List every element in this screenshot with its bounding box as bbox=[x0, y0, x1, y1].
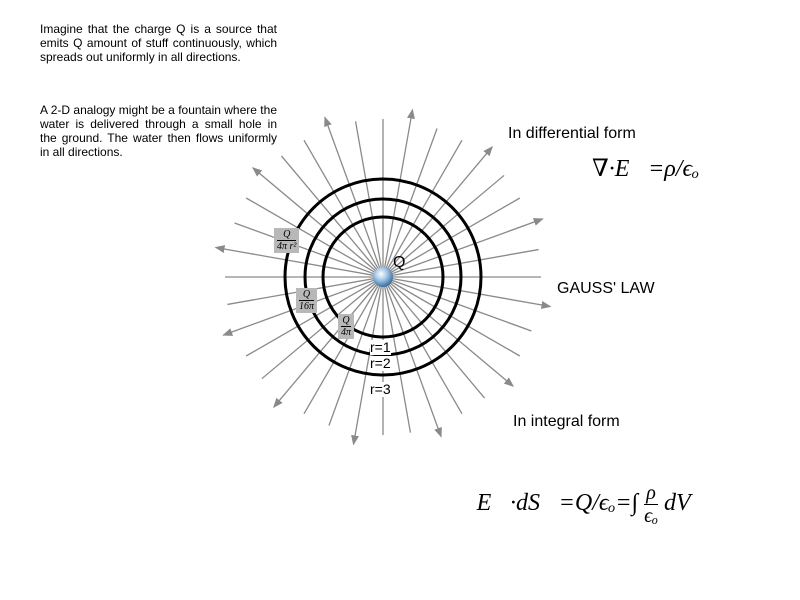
field-line bbox=[382, 276, 552, 309]
fountain-paragraph: A 2-D analogy might be a fountain where … bbox=[40, 103, 277, 159]
field-line bbox=[324, 116, 384, 278]
gauss-surface-r1 bbox=[321, 215, 445, 339]
gauss-surface-r3 bbox=[283, 177, 483, 377]
field-line bbox=[382, 276, 514, 387]
intro-paragraph: Imagine that the charge Q is a source th… bbox=[40, 22, 277, 64]
differential-form-label: In differential form bbox=[508, 125, 636, 142]
radius-label-2: r=2 bbox=[370, 355, 391, 371]
integral-equation: ∮E⃗·dS⃗=Q/ϵₒ=∫ ρ ϵₒ dV bbox=[458, 482, 691, 527]
field-lines bbox=[214, 108, 552, 446]
differential-equation: ∇·E⃗=ρ/ϵₒ bbox=[592, 156, 699, 182]
field-line bbox=[382, 146, 493, 278]
field-line bbox=[382, 108, 415, 278]
field-line bbox=[214, 245, 384, 278]
radius-label-1: r=1 bbox=[370, 339, 391, 355]
charge-label: Q bbox=[393, 254, 406, 271]
field-line bbox=[273, 276, 384, 408]
integral-form-label: In integral form bbox=[513, 413, 620, 430]
field-line bbox=[382, 276, 442, 438]
gauss-law-title: GAUSS' LAW bbox=[557, 280, 655, 297]
charge-sphere bbox=[373, 267, 393, 287]
radius-label-3: r=3 bbox=[370, 381, 391, 397]
gauss-surface-r2 bbox=[303, 197, 463, 357]
field-line bbox=[382, 218, 544, 278]
field-line bbox=[252, 167, 384, 278]
field-line bbox=[351, 276, 384, 446]
